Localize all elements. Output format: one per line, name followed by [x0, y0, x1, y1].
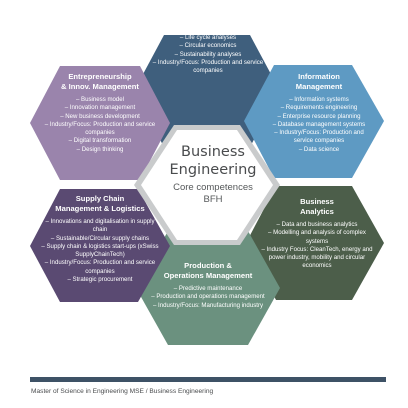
list-item: – Modelling and analysis of complex syst…	[268, 229, 366, 245]
sustainability-title: Sustainability	[183, 12, 233, 21]
hex-information-management	[244, 65, 384, 178]
supply-chain-block: Supply Chain Management & Logistics – In…	[40, 194, 160, 284]
supply-chain-title: Supply Chain Management & Logistics	[55, 194, 145, 213]
list-item: – Industry/Focus: Production and service…	[44, 120, 156, 137]
list-item: – Industry/Focus: Production and service…	[274, 129, 364, 145]
list-item: – Industry/Focus: Production and service…	[152, 58, 264, 75]
list-item: – Circular economics	[179, 42, 237, 50]
list-item: – Data science	[298, 145, 340, 153]
production-operations-list: – Predictive maintenance – Production an…	[150, 285, 266, 310]
supply-chain-list: – Innovations and digitalisation in supp…	[40, 218, 160, 284]
footer-divider	[30, 377, 386, 382]
list-item: – Innovations and digitalisation in supp…	[45, 218, 155, 234]
business-analytics-title: Business Analytics	[300, 197, 334, 216]
information-management-title: Information Management	[295, 72, 343, 91]
list-item: – Database management systems	[272, 120, 366, 128]
business-analytics-list: – Data and business analytics – Modellin…	[258, 221, 376, 271]
list-item: – Strategic procurement	[67, 276, 133, 284]
entrepreneurship-list: – Business model – Innovation management…	[44, 96, 156, 154]
production-operations-block: Production & Operations Management – Pre…	[150, 261, 266, 310]
list-item: – Supply chain & logistics start-ups (xS…	[41, 242, 159, 259]
list-item: – Industry/Focus: Production and service…	[44, 259, 156, 275]
footer-caption: Master of Science in Engineering MSE / B…	[31, 388, 214, 395]
sustainability-block: Sustainability – Life cycle analyses – C…	[148, 12, 268, 75]
hex-entrepreneurship	[30, 66, 170, 180]
center-subtitle: Core competences BFH	[173, 182, 253, 205]
list-item: – Design thinking	[76, 145, 124, 153]
information-management-block: Information Management – Information sys…	[266, 72, 372, 154]
list-item: – Sustainable/Circular supply chains	[50, 234, 150, 242]
hex-sustainability	[134, 35, 280, 147]
list-item: – Industry Focus: CleanTech, energy and …	[261, 245, 373, 270]
information-management-list: – Information systems – Requirements eng…	[266, 96, 372, 154]
production-operations-title: Production & Operations Management	[163, 261, 253, 280]
list-item: – Enterprise resource planning	[277, 112, 361, 120]
list-item: – Information systems	[289, 96, 349, 103]
list-item: – Life cycle analyses	[179, 34, 237, 41]
sustainability-list: – Life cycle analyses – Circular economi…	[148, 26, 268, 75]
list-item: – Industry/Focus: Manufacturing industry	[152, 301, 264, 309]
business-analytics-block: Business Analytics – Data and business a…	[258, 197, 376, 271]
list-item: – Requirements engineering	[280, 104, 358, 112]
list-item: – Digital transformation	[68, 137, 132, 145]
center-block: Business Engineering Core competences BF…	[154, 143, 272, 205]
list-item: – Production and operations management	[151, 293, 265, 301]
entrepreneurship-block: Entrepreneurship & Innov. Management – B…	[44, 72, 156, 154]
hex-business-analytics	[246, 186, 384, 300]
hex-production-operations	[136, 231, 280, 345]
entrepreneurship-title: Entrepreneurship & Innov. Management	[61, 72, 139, 91]
list-item: – Sustainability analyses	[174, 50, 242, 58]
list-item: – Data and business analytics	[276, 221, 358, 228]
list-item: – Innovation management	[64, 104, 136, 112]
hex-supply-chain	[30, 189, 170, 302]
list-item: – New business development	[60, 112, 140, 120]
list-item: – Business model	[75, 96, 125, 103]
center-title: Business Engineering	[169, 144, 257, 178]
list-item: – Predictive maintenance	[173, 285, 243, 292]
center-hex	[141, 130, 273, 240]
